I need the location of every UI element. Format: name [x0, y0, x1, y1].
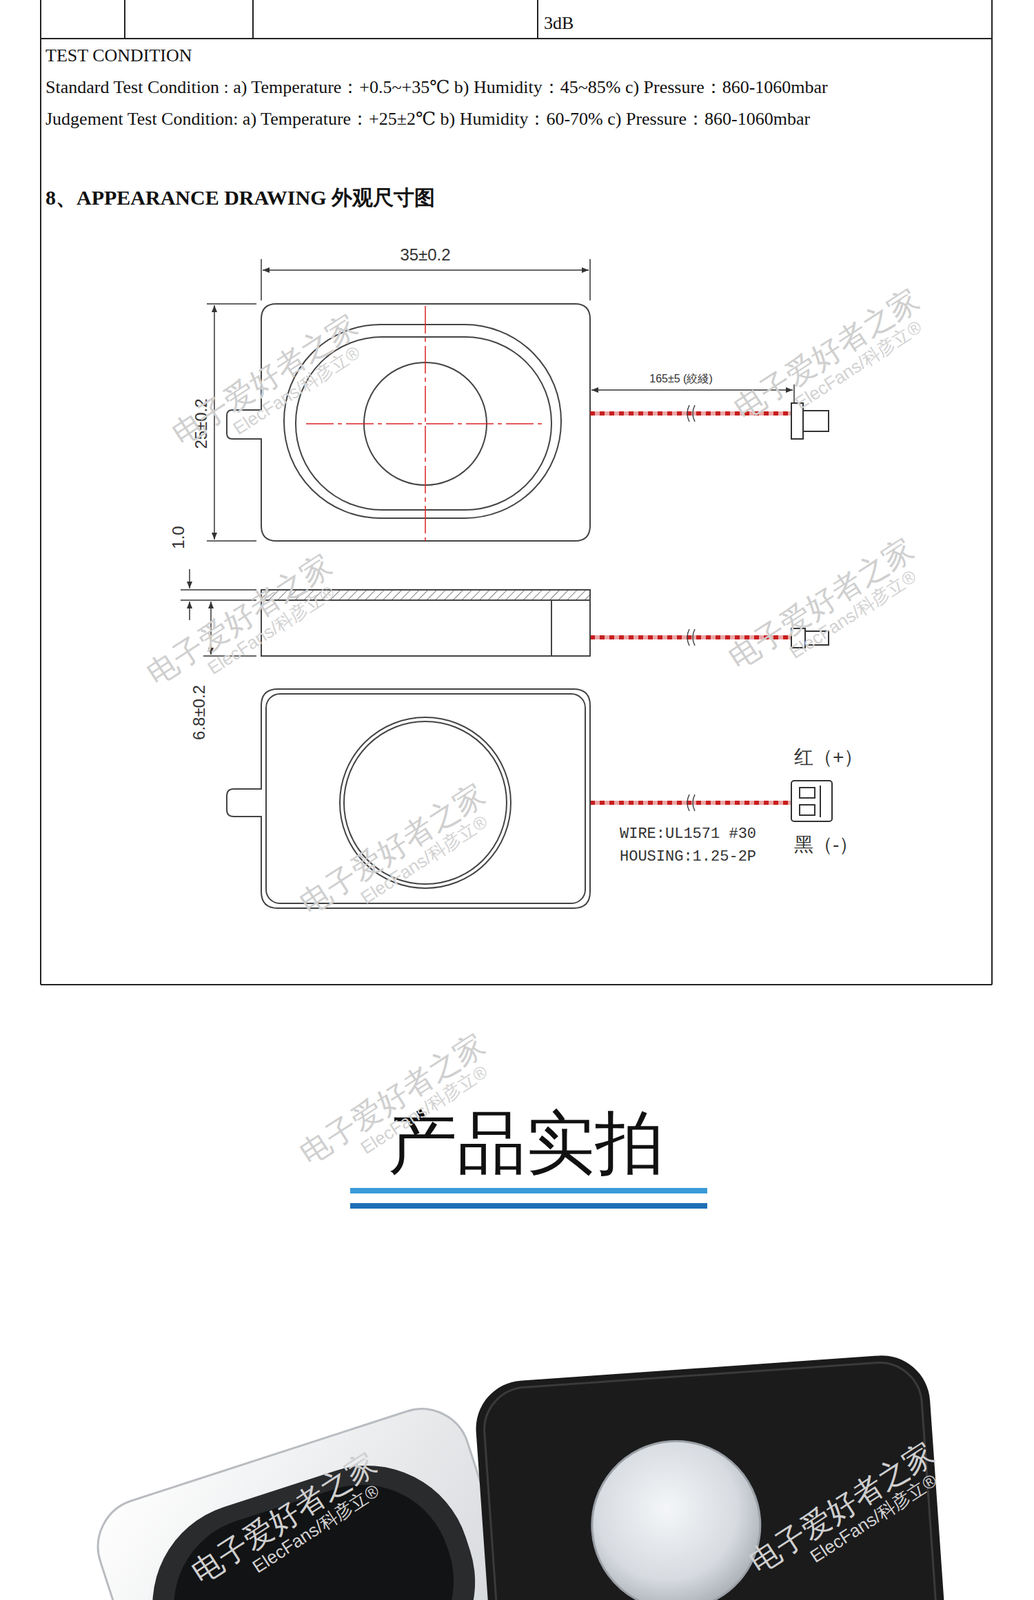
watermark-text: 电子爱好者之家: [141, 548, 338, 692]
watermark-text: 电子爱好者之家: [723, 532, 920, 676]
watermark-group: 电子爱好者之家ElecFans/科彦立®: [166, 308, 374, 469]
housing-spec: HOUSING:1.25-2P: [619, 849, 757, 866]
white-speaker-photo: [85, 1397, 542, 1600]
frame: [40, 0, 992, 986]
section-label: TEST CONDITION: [45, 46, 193, 67]
watermark-text: 电子爱好者之家: [186, 1446, 383, 1591]
watermark-text: 电子爱好者之家: [294, 777, 491, 921]
watermark-text: 电子爱好者之家: [728, 282, 926, 427]
twisted-wires: [590, 405, 792, 812]
pin-label: 黑（-）: [794, 834, 859, 857]
dimension: 1.0: [169, 525, 188, 549]
watermark-group: 电子爱好者之家ElecFans/科彦立®: [723, 532, 930, 693]
watermark-group: 电子爱好者之家ElecFans/科彦立®: [728, 282, 936, 443]
table-cell: 3dB: [543, 13, 574, 34]
dimension: 35±0.2: [399, 246, 451, 265]
watermark-group: 电子爱好者之家ElecFans/科彦立®: [743, 1436, 951, 1597]
test-condition: Standard Test Condition : a) Temperature…: [45, 77, 828, 98]
watermark-text: 电子爱好者之家: [166, 308, 364, 452]
black-speaker-photo: [472, 1353, 950, 1600]
drawing-title: 8、APPEARANCE DRAWING 外观尺寸图: [45, 186, 435, 209]
wire-spec: WIRE:UL1571 #30: [619, 826, 757, 844]
pin-label: 红（+）: [794, 747, 864, 769]
dimension: 6.8±0.2: [190, 685, 209, 741]
watermark-group: 电子爱好者之家ElecFans/科彦立®: [141, 548, 349, 708]
dimension: 165±5 (絞綫): [649, 372, 713, 386]
watermark-group: 电子爱好者之家ElecFans/科彦立®: [186, 1446, 393, 1600]
watermark-group: 电子爱好者之家ElecFans/科彦立®: [294, 777, 502, 938]
speaker-top-view: [226, 303, 591, 542]
test-condition: Judgement Test Condition: a) Temperature…: [45, 109, 810, 130]
heading-underline: [350, 1188, 708, 1210]
watermark-text: 电子爱好者之家: [743, 1436, 941, 1580]
